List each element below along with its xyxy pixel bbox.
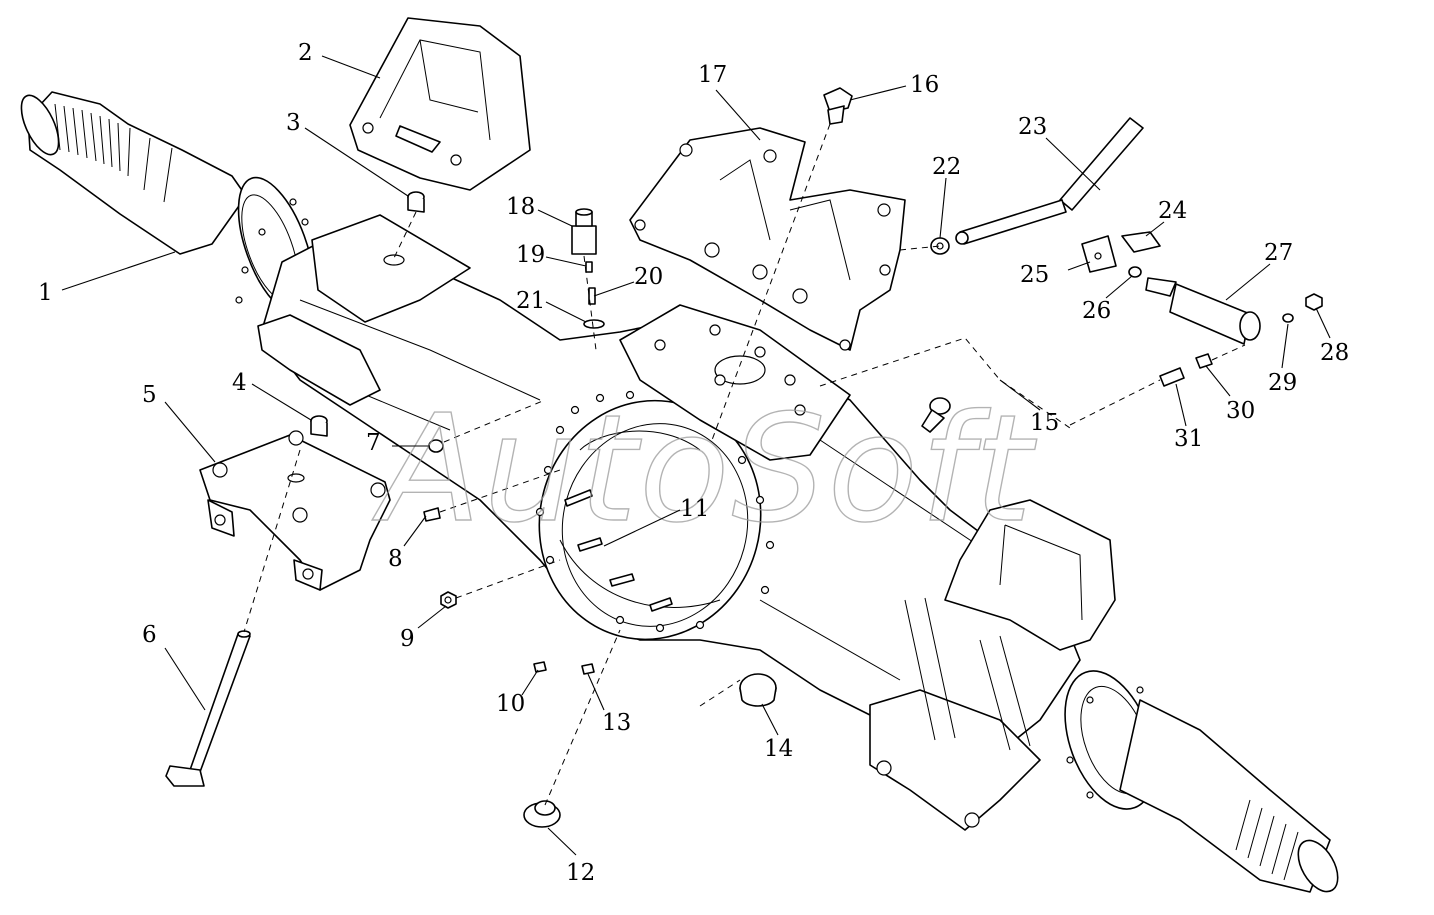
callout-21: 21 <box>516 288 545 314</box>
breather-15-axis <box>819 337 1071 429</box>
callout-27: 27 <box>1264 240 1293 266</box>
callout-6: 6 <box>142 622 157 648</box>
right-spring-seat <box>869 499 1116 831</box>
nut-26 <box>1128 266 1142 278</box>
bracket-17 <box>629 127 906 351</box>
washer-21 <box>583 319 605 329</box>
callout-19: 19 <box>516 242 545 268</box>
sensor-axis <box>583 255 597 351</box>
nut-28 <box>1305 293 1323 311</box>
stud-31 <box>1159 367 1185 387</box>
bolt-6-axis <box>243 449 301 633</box>
breather-15 <box>921 397 951 433</box>
callout-2: 2 <box>298 40 313 66</box>
bushing-4 <box>310 415 328 437</box>
lower-spring-plate <box>199 430 391 591</box>
spring-19 <box>585 261 593 273</box>
pin-8 <box>423 507 441 522</box>
callout-23: 23 <box>1018 114 1047 140</box>
callout-1: 1 <box>38 280 53 306</box>
callout-15: 15 <box>1030 410 1059 436</box>
callout-3: 3 <box>286 110 301 136</box>
callout-29: 29 <box>1268 370 1297 396</box>
bushing-30 <box>1195 353 1213 369</box>
bushing-3-axis <box>393 211 417 259</box>
nut-9-axis <box>455 559 561 599</box>
callout-18: 18 <box>506 194 535 220</box>
callout-12: 12 <box>566 860 595 886</box>
linkage-axis <box>1069 344 1246 426</box>
fitting-13 <box>581 663 595 675</box>
washer-29 <box>1282 313 1294 323</box>
clevis-25 <box>1081 235 1117 273</box>
callout-labels: 1 2 3 4 5 6 7 8 9 10 11 12 13 14 15 16 1… <box>38 40 1349 886</box>
callout-8: 8 <box>388 546 403 572</box>
callout-25: 25 <box>1020 262 1049 288</box>
callout-22: 22 <box>932 154 961 180</box>
bolt-16-axis <box>711 123 831 441</box>
bolt-16 <box>823 87 853 125</box>
callout-14: 14 <box>764 736 793 762</box>
callout-24: 24 <box>1158 198 1187 224</box>
right-axle-shaft <box>1064 670 1339 893</box>
callout-17: 17 <box>698 62 727 88</box>
callout-4: 4 <box>232 370 247 396</box>
fitting-10 <box>533 661 547 673</box>
spring-cap-upper <box>349 17 531 191</box>
cylinder-27 <box>1145 277 1261 345</box>
callout-30: 30 <box>1226 398 1255 424</box>
plug-7-axis <box>443 399 546 443</box>
bushing-3 <box>407 191 425 213</box>
axle-housing <box>257 214 1081 771</box>
plug-12-axis <box>544 629 621 806</box>
callout-9: 9 <box>400 626 415 652</box>
callout-28: 28 <box>1320 340 1349 366</box>
callout-31: 31 <box>1174 426 1203 452</box>
callout-10: 10 <box>496 691 525 717</box>
callout-11: 11 <box>680 496 709 522</box>
long-bolt-6 <box>165 630 251 787</box>
pin-20 <box>588 287 596 305</box>
callout-26: 26 <box>1082 298 1111 324</box>
cap-14-axis <box>699 679 741 707</box>
callout-5: 5 <box>142 382 157 408</box>
lever-axis <box>899 245 941 251</box>
callout-13: 13 <box>602 710 631 736</box>
lever-23 <box>955 117 1144 245</box>
cap-14 <box>739 673 777 707</box>
watermark: AutoSoft <box>372 383 1037 555</box>
washer-22 <box>930 237 950 255</box>
clevis-24 <box>1121 231 1161 253</box>
callout-20: 20 <box>634 264 663 290</box>
nut-9 <box>440 591 457 609</box>
leader-lines <box>61 55 1331 856</box>
sensor-18 <box>571 208 597 255</box>
callout-7: 7 <box>366 430 381 456</box>
drain-plug-12 <box>523 800 561 828</box>
callout-16: 16 <box>910 72 939 98</box>
